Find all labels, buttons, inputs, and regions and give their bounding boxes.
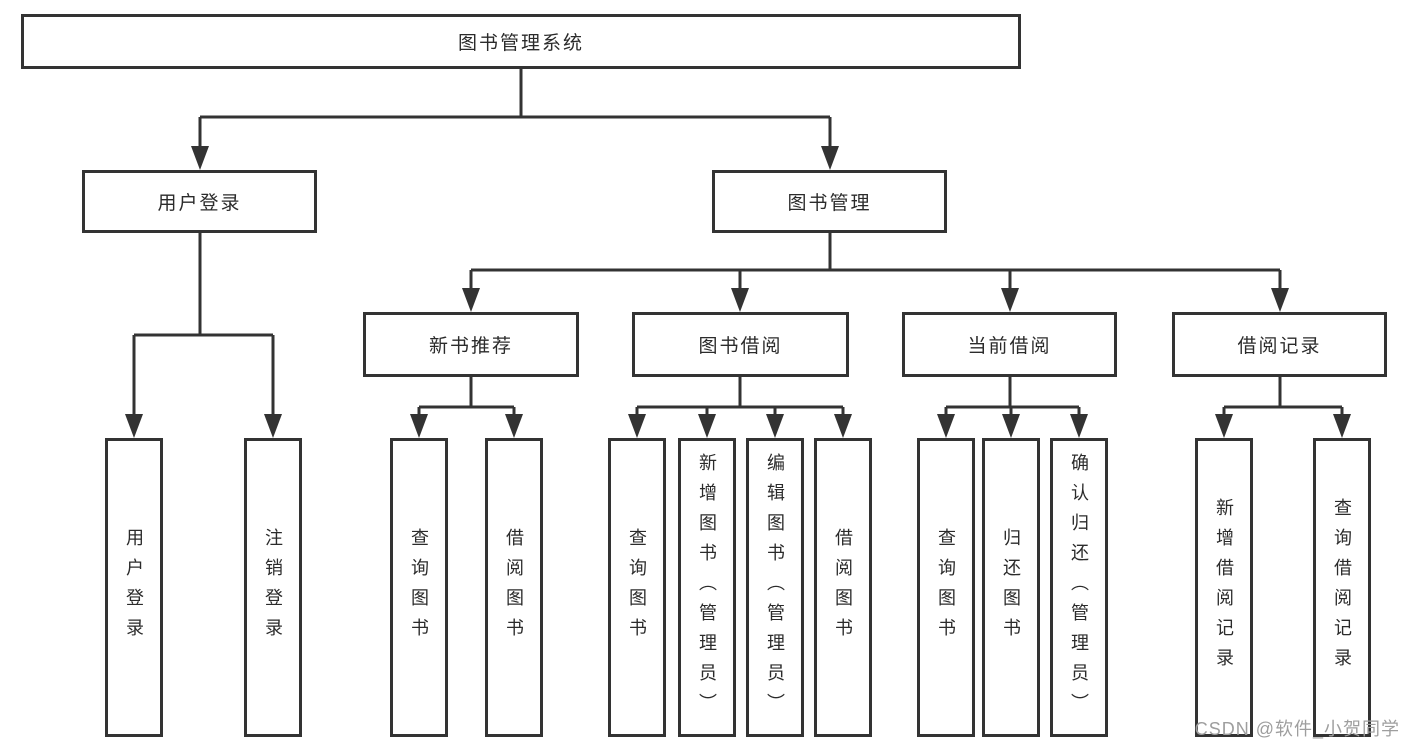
node-label: 确认归还（管理员） xyxy=(1069,452,1089,723)
node-label: 编辑图书（管理员） xyxy=(765,452,785,723)
leaf-recommend-query-book: 查询图书 xyxy=(390,438,448,737)
node-label: 借阅图书 xyxy=(504,527,524,648)
node-label: 借阅记录 xyxy=(1237,336,1322,357)
node-label: 查询借阅记录 xyxy=(1332,497,1352,678)
leaf-current-confirm-return-admin: 确认归还（管理员） xyxy=(1050,438,1108,737)
arrowhead xyxy=(821,146,839,170)
node-label: 查询图书 xyxy=(936,527,956,648)
node-label: 新增借阅记录 xyxy=(1214,497,1234,678)
node-label: 新增图书（管理员） xyxy=(697,452,717,723)
arrowhead xyxy=(937,414,955,438)
arrowhead xyxy=(462,288,480,312)
node-label: 注销登录 xyxy=(263,527,283,648)
leaf-borrow-query-book: 查询图书 xyxy=(608,438,666,737)
node-label: 图书借阅 xyxy=(698,336,783,357)
arrowhead xyxy=(410,414,428,438)
node-label: 图书管理系统 xyxy=(457,33,584,54)
tree-edges xyxy=(132,69,1344,418)
node-root-library-management-system: 图书管理系统 xyxy=(21,14,1021,69)
arrowhead xyxy=(1070,414,1088,438)
node-book-management: 图书管理 xyxy=(712,170,947,233)
arrowhead xyxy=(505,414,523,438)
node-label: 归还图书 xyxy=(1001,527,1021,648)
node-new-book-recommend: 新书推荐 xyxy=(363,312,579,377)
leaf-records-query-borrow-record: 查询借阅记录 xyxy=(1313,438,1371,737)
csdn-watermark: CSDN @软件_小贺同学 xyxy=(1194,719,1400,739)
arrowhead xyxy=(1001,288,1019,312)
node-label: 借阅图书 xyxy=(833,527,853,648)
leaf-user-login: 用户登录 xyxy=(105,438,163,737)
leaf-current-query-book: 查询图书 xyxy=(917,438,975,737)
node-current-borrow: 当前借阅 xyxy=(902,312,1117,377)
arrowhead xyxy=(628,414,646,438)
leaf-current-return-book: 归还图书 xyxy=(982,438,1040,737)
node-label: 查询图书 xyxy=(409,527,429,648)
node-label: 当前借阅 xyxy=(967,336,1052,357)
node-label: 图书管理 xyxy=(787,193,872,214)
node-book-borrow: 图书借阅 xyxy=(632,312,849,377)
arrowhead xyxy=(191,146,209,170)
node-label: 查询图书 xyxy=(627,527,647,648)
arrowheads xyxy=(125,146,1351,438)
arrowhead xyxy=(698,414,716,438)
arrowhead xyxy=(1002,414,1020,438)
arrowhead xyxy=(264,414,282,438)
leaf-recommend-borrow-book: 借阅图书 xyxy=(485,438,543,737)
arrowhead xyxy=(1333,414,1351,438)
arrowhead xyxy=(834,414,852,438)
leaf-records-add-borrow-record: 新增借阅记录 xyxy=(1195,438,1253,737)
leaf-borrow-add-book-admin: 新增图书（管理员） xyxy=(678,438,736,737)
leaf-borrow-edit-book-admin: 编辑图书（管理员） xyxy=(746,438,804,737)
leaf-borrow-borrow-book: 借阅图书 xyxy=(814,438,872,737)
node-user-login: 用户登录 xyxy=(82,170,317,233)
node-label: 用户登录 xyxy=(124,527,144,648)
node-label: 用户登录 xyxy=(157,193,242,214)
arrowhead xyxy=(1215,414,1233,438)
leaf-logout: 注销登录 xyxy=(244,438,302,737)
node-label: 新书推荐 xyxy=(428,336,513,357)
arrowhead xyxy=(766,414,784,438)
arrowhead xyxy=(1271,288,1289,312)
arrowhead xyxy=(125,414,143,438)
arrowhead xyxy=(731,288,749,312)
node-borrow-records: 借阅记录 xyxy=(1172,312,1387,377)
